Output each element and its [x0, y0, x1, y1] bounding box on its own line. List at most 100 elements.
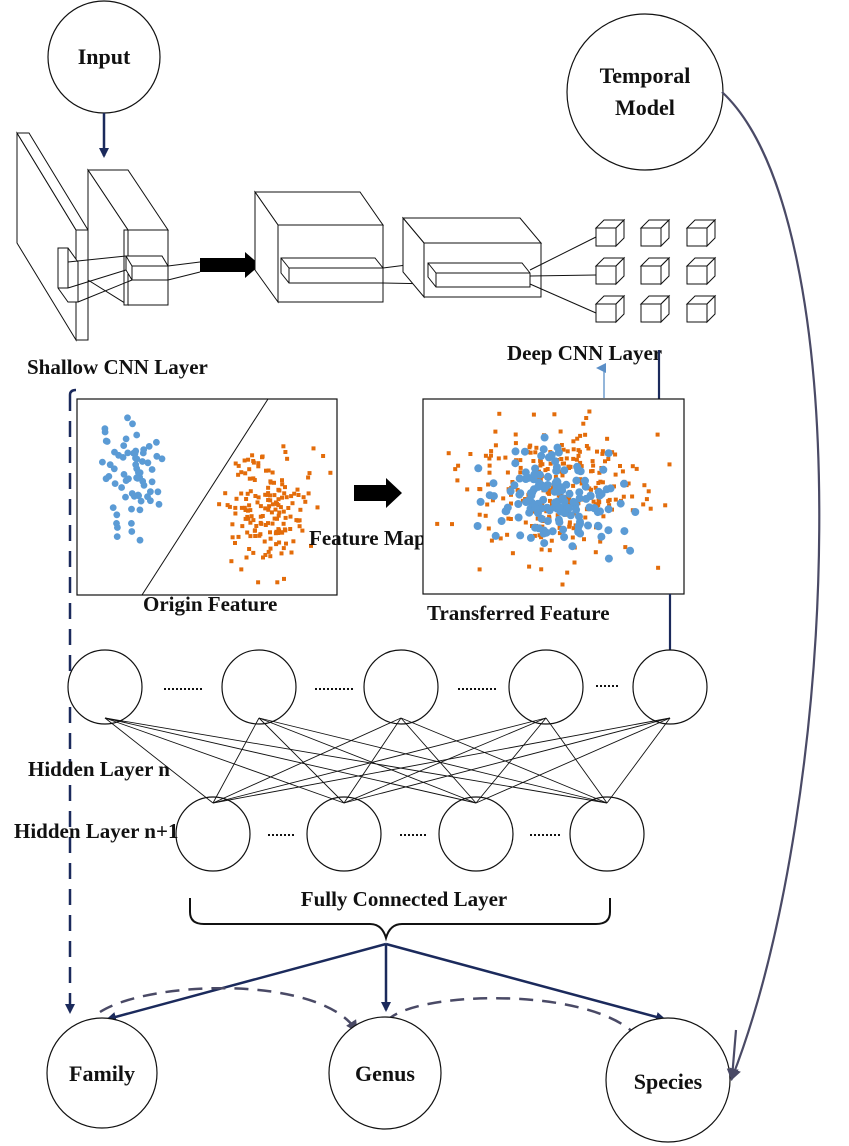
- origin-orange-point: [288, 514, 293, 519]
- origin-orange-point: [289, 550, 294, 555]
- origin-orange-point: [243, 508, 248, 512]
- transferred-blue-point: [491, 531, 500, 540]
- transferred-blue-point: [552, 477, 561, 486]
- hidden-n-ellipsis: [323, 688, 325, 690]
- transferred-blue-point: [594, 487, 603, 496]
- transferred-orange-point: [561, 447, 566, 452]
- origin-blue-point: [99, 458, 106, 466]
- transferred-orange-point: [505, 532, 510, 537]
- origin-orange-point: [262, 539, 267, 544]
- origin-orange-point: [290, 501, 295, 506]
- transferred-blue-point: [540, 433, 549, 442]
- origin-orange-point: [274, 542, 279, 547]
- transferred-orange-point: [571, 483, 576, 488]
- hidden-n1-ellipsis: [404, 834, 406, 836]
- origin-orange-point: [268, 536, 273, 541]
- hidden-n-ellipsis: [315, 688, 317, 690]
- hidden-n-ellipsis: [180, 688, 182, 690]
- origin-orange-point: [248, 508, 253, 513]
- transferred-orange-point: [557, 531, 562, 536]
- hidden-n-ellipsis: [168, 688, 170, 690]
- transferred-blue-point: [564, 504, 573, 513]
- origin-orange-point: [258, 520, 263, 525]
- origin-blue-point: [154, 488, 162, 496]
- origin-blue-point: [148, 478, 156, 486]
- transferred-blue-point: [551, 457, 560, 466]
- transferred-blue-point: [520, 447, 529, 456]
- hidden-n1-ellipsis: [276, 834, 278, 836]
- origin-orange-point: [248, 489, 253, 494]
- hidden-n-neuron: [67, 649, 143, 725]
- deep-feature-cube: [685, 256, 717, 286]
- transferred-orange-point: [663, 503, 668, 508]
- transferred-orange-point: [527, 445, 532, 450]
- transferred-orange-point: [567, 497, 571, 502]
- origin-orange-point: [253, 534, 258, 538]
- origin-orange-point: [275, 516, 279, 521]
- transferred-orange-point: [485, 502, 490, 507]
- transferred-orange-point: [487, 470, 492, 475]
- transferred-blue-point: [620, 479, 628, 488]
- transferred-blue-point: [574, 526, 583, 535]
- origin-orange-point: [255, 500, 260, 505]
- hidden-layer-n: [67, 649, 708, 725]
- transferred-orange-point: [562, 461, 566, 466]
- transferred-orange-point: [591, 499, 596, 504]
- transferred-orange-point: [613, 497, 618, 502]
- transferred-orange-point: [590, 469, 595, 473]
- fc-link: [104, 717, 214, 804]
- origin-orange-point: [282, 576, 286, 581]
- hidden-n1-ellipsis: [550, 834, 552, 836]
- transferred-orange-point: [634, 466, 639, 471]
- hidden-n-ellipsis: [184, 688, 186, 690]
- origin-blue-point: [147, 488, 154, 496]
- transferred-orange-point: [570, 535, 575, 540]
- transferred-blue-point: [510, 481, 519, 490]
- origin-orange-point: [306, 475, 311, 480]
- hidden-n-ellipsis: [458, 688, 460, 690]
- transferred-orange-point: [579, 479, 583, 484]
- hidden-n-neuron: [508, 649, 584, 725]
- transferred-blue-point: [568, 542, 577, 551]
- hidden-n-ellipsis: [200, 688, 202, 690]
- hidden-n-ellipsis: [192, 688, 194, 690]
- transferred-orange-point: [567, 501, 572, 506]
- transferred-blue-point: [560, 533, 569, 542]
- hidden-n-ellipsis: [339, 688, 341, 690]
- transferred-orange-point: [587, 409, 592, 414]
- shallow-cnn-block: [16, 131, 201, 342]
- origin-orange-point: [296, 493, 301, 497]
- origin-orange-point: [247, 467, 252, 472]
- fc-link: [212, 717, 547, 804]
- transferred-blue-point: [572, 476, 581, 485]
- transferred-blue-point: [545, 506, 554, 515]
- transferred-orange-point: [595, 449, 599, 454]
- feature-mapping-bold-arrow: [354, 478, 402, 508]
- origin-blue-point: [155, 500, 163, 508]
- origin-orange-point: [280, 495, 284, 500]
- transferred-orange-point: [489, 538, 494, 543]
- transferred-orange-point: [534, 445, 539, 450]
- origin-blue-point: [131, 450, 139, 457]
- temporal-model-label-line1: Temporal: [600, 63, 691, 88]
- origin-orange-point: [268, 546, 273, 551]
- deep-cnn-cube-1: [254, 190, 437, 304]
- transferred-orange-point: [644, 497, 649, 502]
- genus-node: Genus: [328, 1016, 442, 1130]
- transferred-orange-point: [453, 467, 458, 472]
- transferred-orange-point: [450, 522, 454, 527]
- transferred-blue-point: [516, 531, 525, 540]
- transferred-orange-point: [505, 470, 510, 475]
- transferred-orange-point: [583, 432, 588, 437]
- transferred-orange-point: [510, 551, 515, 556]
- transferred-blue-point: [569, 497, 578, 506]
- transferred-orange-point: [553, 475, 558, 479]
- origin-orange-point: [289, 494, 294, 499]
- transferred-orange-point: [539, 567, 544, 572]
- transferred-orange-point: [545, 467, 550, 471]
- hidden-n-ellipsis: [486, 688, 488, 690]
- origin-orange-point: [315, 505, 320, 510]
- transferred-orange-point: [598, 479, 603, 484]
- transferred-orange-point: [531, 459, 536, 463]
